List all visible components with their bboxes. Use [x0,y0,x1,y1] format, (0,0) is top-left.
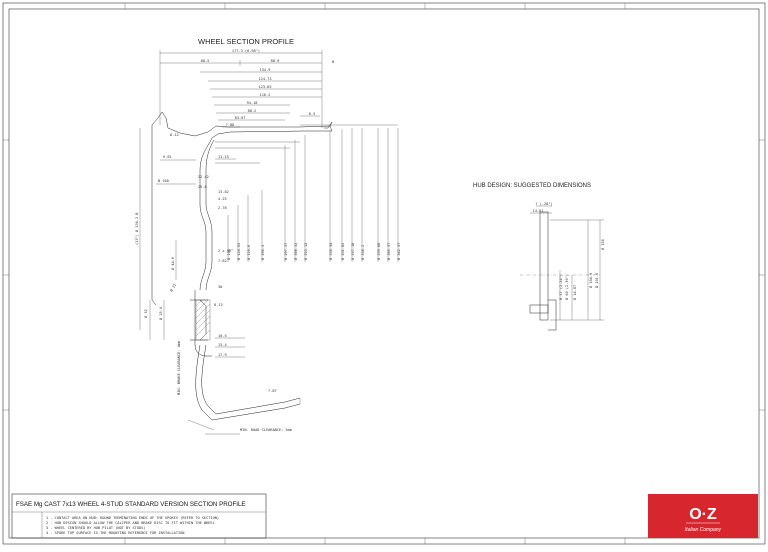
dim-dia-44: Ø 44.6 [170,257,175,270]
hub-dim-101: Ø 101.6 [594,273,599,288]
dim-116: 116.2 [260,93,271,97]
overall-height-dim: (13") Ø 330.2 B [134,128,141,330]
title-block-title: FSAE Mg CAST 7x13 WHEEL 4-STUD STANDARD … [16,501,246,508]
hub-hatch [195,299,211,341]
dim-v-338: Ø 338.2 [360,245,365,260]
dim-v-340: Ø 340.37 [386,243,391,260]
dim-v-339: Ø 339.88 [376,243,381,260]
title-block: FSAE Mg CAST 7x13 WHEEL 4-STUD STANDARD … [11,493,267,539]
oz-logo-mark: O·Z [689,506,717,523]
dim-124: 124.73 [259,77,272,81]
inner-frame [8,8,760,539]
hub-dim-14: 14.61 [533,209,544,213]
dim-11-15: 11.15 [218,155,229,159]
dim-v-104: Ø 104 [226,249,231,260]
dim-dia-32: Ø 32 [143,309,148,318]
hub-dim-7: 7 (.28") [535,202,552,206]
dim-13-82: 13.82 [218,190,229,194]
dim-v-337: Ø 337.18 [350,243,355,260]
dim-overall-width: 177.3 (6.98") [232,49,260,53]
dim-label-b: B [332,60,334,64]
dim-8-13: 8.13 [214,303,223,307]
note-1: 1 - CONTACT AREA ON HUB: ROUND TERMINATI… [46,516,219,520]
dim-v-342: Ø 342.37 [396,243,401,260]
dim-chamfer: 2 x 45° [218,249,233,253]
dim-v-331: Ø 331.85 [340,243,345,260]
zone-ticks [3,3,765,544]
label-road-clearance: MIN. ROAD CLEARANCE: 5mm [240,428,292,432]
dim-half-left: 88.5 [201,59,210,63]
dim-7-87: 7.87 [268,389,277,393]
dim-half-right: 88.9 [271,59,280,63]
dim-10-5: 10.5 [218,334,227,338]
hub-dim-104: Ø 104.9 [588,273,593,288]
dim-dia-22: Ø 22 [169,283,178,293]
dim-88: 88.2 [248,109,257,113]
dim-6-5: 6.5 [309,112,316,116]
dim-4-25: 4.25 [218,197,227,201]
dim-v-120-6: Ø 120.6 [246,245,251,260]
dim-83: 83.67 [235,116,246,120]
vertical-diameters: Ø 104 Ø 120.65 Ø 120.6 Ø 190.5 Ø 297.37 … [226,124,401,262]
note-4: 4 - SPOKE TOP SURFACE IS THE MOUNTING RE… [46,531,184,535]
dim-8-12: 8.12 [170,133,179,137]
dim-9-81: 9.81 [163,155,172,159]
dim-2-78: 2.78 [218,206,227,210]
hub-dim-60: Ø 60 (2.36") [564,274,569,300]
dim-v-308: Ø 308.32 [293,243,298,260]
oz-logo: O·Z Italian Company [648,494,758,538]
hub-dim-150: Ø 150 [600,239,605,250]
stud-region [195,299,211,341]
label-brake-clearance: MIN. BRAKE CLEARANCE: 4mm [177,341,181,395]
dim-dia-160: Ø 160 [158,178,169,183]
note-3: 3 - WHEEL CENTERED BY HUB PILOT (NOT BY … [46,526,146,530]
dim-123: 123.65 [259,85,272,89]
section-title: WHEEL SECTION PROFILE [198,37,294,46]
outer-frame [2,2,766,545]
dim-v-325: Ø 325.12 [303,243,308,260]
dim-25-6: 25.6 [198,185,207,189]
dim-30: 30 [218,285,222,289]
top-dimension-stack: 177.3 (6.98") 88.5 88.9 B 134.9 124.73 1… [159,49,334,128]
dim-134: 134.9 [260,68,271,72]
oz-logo-background [648,494,758,538]
left-dimensions: 8.12 9.81 22.42 25.6 13.82 4.25 2.78 Ø 1… [143,133,277,393]
hub-dim-57: Ø 57 (2.24") [558,274,563,300]
dim-v-190-5: Ø 190.5 [260,245,265,260]
dim-v-120-65: Ø 120.65 [236,243,241,260]
dim-13-4: 13.4 [218,343,227,347]
dim-94: 94.18 [247,101,258,105]
dim-7-62: 7.62 [218,259,227,263]
rim-profile [151,111,333,435]
hub-title: HUB DESIGN: SUGGESTED DIMENSIONS [473,183,591,189]
dim-v-297: Ø 297.37 [283,243,288,260]
hub-drawing: 7 (.28") 14.61 Ø 57 (2.24") Ø 60 (2.36")… [520,202,605,331]
dim-7-88: 7.88 [226,123,235,127]
dim-17-9: 17.9 [218,353,227,357]
hub-dim-14-87: Ø 14.87 [572,285,577,300]
dim-v-330: Ø 330.34 [328,243,333,260]
oz-tagline: Italian Company [685,527,722,533]
dim-overall-diameter: (13") Ø 330.2 B [134,213,139,245]
dim-22-42: 22.42 [198,175,209,179]
note-2: 2 - HUB DESIGN SHOULD ALLOW THE CALIPER … [46,521,215,525]
dim-dia-25: Ø 25.4 [158,307,163,320]
